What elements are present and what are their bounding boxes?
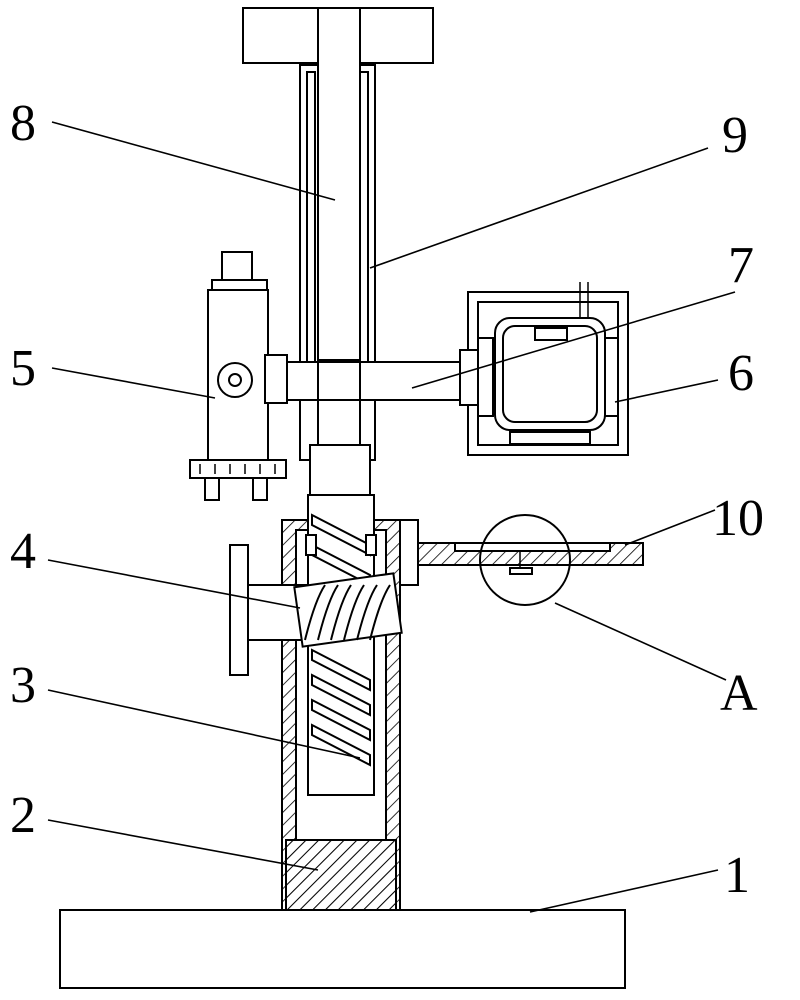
side-arm bbox=[399, 519, 644, 586]
worm-drive bbox=[229, 544, 403, 676]
callout-labels: 8 9 7 6 5 10 4 A 3 2 1 bbox=[10, 95, 764, 904]
callout-2: 2 bbox=[10, 787, 36, 844]
vertical-shaft bbox=[242, 7, 434, 496]
leader-lines bbox=[47, 121, 736, 913]
callout-10: 10 bbox=[712, 490, 764, 547]
detail-circle-a bbox=[479, 514, 571, 606]
cross-arm bbox=[284, 361, 466, 401]
callout-7: 7 bbox=[728, 237, 754, 294]
callout-6: 6 bbox=[728, 345, 754, 402]
callout-3: 3 bbox=[10, 657, 36, 714]
right-housing bbox=[459, 282, 629, 456]
callout-9: 9 bbox=[722, 107, 748, 164]
callout-1: 1 bbox=[724, 847, 750, 904]
lamp-unit bbox=[189, 251, 288, 501]
base-plate bbox=[59, 909, 626, 989]
callout-8: 8 bbox=[10, 95, 36, 152]
callout-4: 4 bbox=[10, 523, 36, 580]
callout-5: 5 bbox=[10, 340, 36, 397]
callout-a: A bbox=[720, 665, 758, 722]
